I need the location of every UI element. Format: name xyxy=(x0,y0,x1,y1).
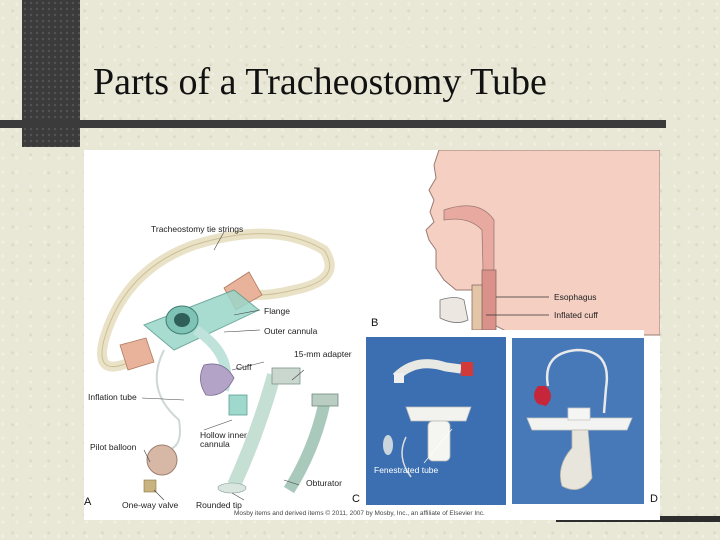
label-one-way-valve: One-way valve xyxy=(122,500,179,510)
leader-lines xyxy=(141,231,305,501)
label-outer-cannula: Outer cannula xyxy=(264,326,318,336)
label-cuff: Cuff xyxy=(236,362,252,372)
panel-label-c: C xyxy=(352,493,360,505)
label-fenestrated-tube: Fenestrated tube xyxy=(374,465,439,475)
slide-title: Parts of a Tracheostomy Tube xyxy=(93,61,547,103)
tie-strings-illustration xyxy=(97,228,339,494)
trach-tube-image xyxy=(526,348,633,490)
label-tie-strings: Tracheostomy tie strings xyxy=(151,224,244,234)
panel-label-b: B xyxy=(371,317,379,329)
label-inflation-tube: Inflation tube xyxy=(88,392,137,402)
tracheostomy-figure: Tracheostomy tie strings Flange Outer ca… xyxy=(84,150,660,520)
label-flange: Flange xyxy=(264,306,290,316)
figure-credit: Mosby items and derived items © 2011, 20… xyxy=(234,510,485,517)
panel-label-d: D xyxy=(650,493,658,505)
panel-label-a: A xyxy=(84,496,92,508)
label-esophagus: Esophagus xyxy=(554,292,597,302)
label-15mm-adapter: 15-mm adapter xyxy=(294,349,352,359)
fenestrated-tube-photo: Fenestrated tube xyxy=(366,337,506,505)
trach-tube-photo xyxy=(512,338,644,504)
label-obturator: Obturator xyxy=(306,478,342,488)
head-profile-illustration xyxy=(366,150,660,338)
title-underline-rule xyxy=(0,120,666,128)
label-pilot-balloon: Pilot balloon xyxy=(90,442,137,452)
fenestrated-tube-image xyxy=(383,359,473,478)
label-inner-cannula: Hollow inner cannula xyxy=(200,430,247,449)
figure-illustration xyxy=(97,150,660,501)
label-inflated-cuff: Inflated cuff xyxy=(554,310,598,320)
label-rounded-tip: Rounded tip xyxy=(196,500,242,510)
